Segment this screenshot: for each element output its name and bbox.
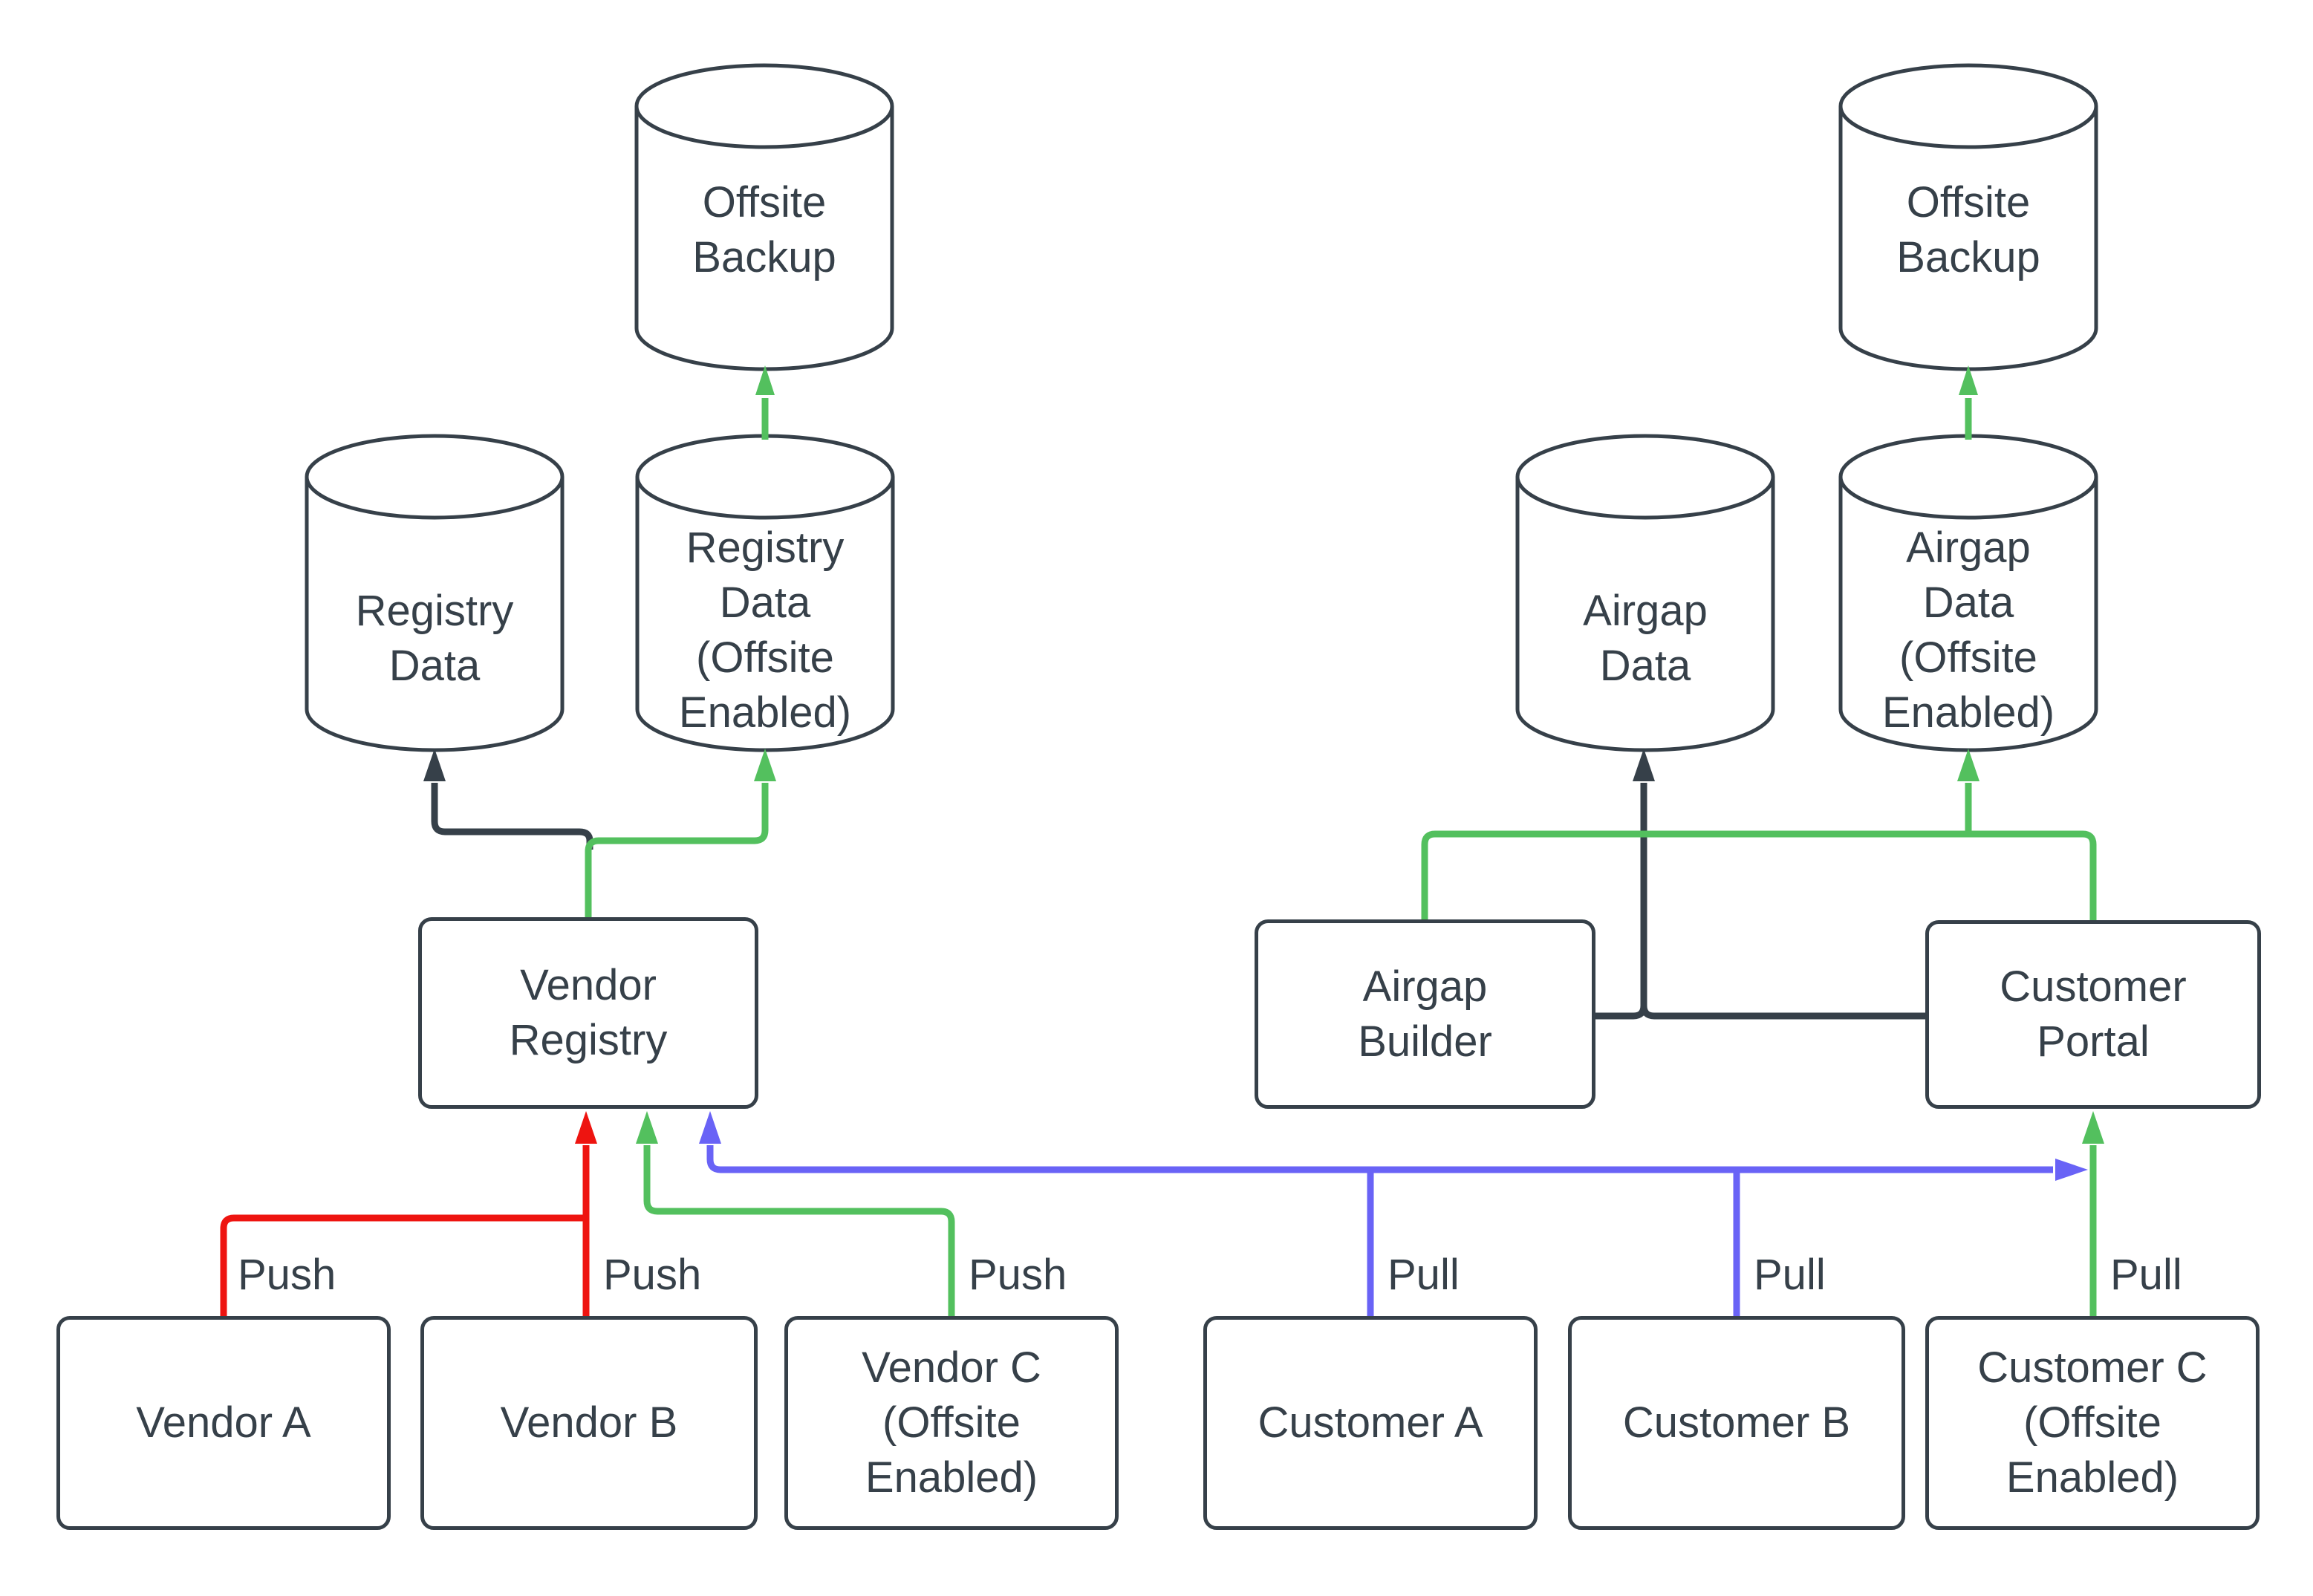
cylinder-airgap-data	[1515, 434, 1775, 752]
edge-label-pull-customer-c: Pull	[2110, 1251, 2182, 1299]
edge-registry-data-offsite-to-backup	[755, 365, 775, 440]
edge-customer-c-pull	[2082, 1111, 2104, 1316]
node-airgap-builder: Airgap Builder	[1255, 919, 1595, 1109]
cylinder-registry-data-offsite	[635, 434, 895, 752]
node-vendor-b: Vendor B	[420, 1316, 758, 1530]
node-customer-portal: Customer Portal	[1925, 920, 2261, 1109]
cylinder-airgap-data-offsite	[1838, 434, 2098, 752]
cylinder-offsite-backup-left	[634, 63, 894, 371]
edge-vendor-registry-to-registry-data	[423, 749, 593, 850]
node-vendor-c: Vendor C (Offsite Enabled)	[784, 1316, 1119, 1530]
edge-vendor-b-push	[575, 1111, 597, 1316]
cylinder-offsite-backup-right	[1838, 63, 2098, 371]
edge-vendor-registry-to-registry-data-offsite	[585, 749, 776, 919]
edge-vendor-c-push	[636, 1111, 955, 1316]
cylinder-registry-data	[305, 434, 565, 752]
edge-builder-and-portal-to-airgap-data	[1595, 749, 1925, 1020]
edge-builder-and-portal-to-airgap-data-offsite	[1421, 749, 2097, 920]
node-customer-c: Customer C (Offsite Enabled)	[1925, 1316, 2260, 1530]
edge-label-pull-customer-b: Pull	[1754, 1251, 1826, 1299]
edge-airgap-data-offsite-to-backup	[1959, 365, 1978, 440]
node-customer-b: Customer B	[1568, 1316, 1905, 1530]
edge-label-push-vendor-c: Push	[969, 1251, 1067, 1299]
edge-vendor-a-push	[220, 1214, 586, 1316]
node-vendor-registry: Vendor Registry	[418, 917, 758, 1109]
node-vendor-a: Vendor A	[56, 1316, 391, 1530]
edge-customers-to-vendor-registry	[699, 1111, 2088, 1181]
edge-label-pull-customer-a: Pull	[1388, 1251, 1460, 1299]
edge-label-push-vendor-b: Push	[603, 1251, 702, 1299]
edge-label-push-vendor-a: Push	[238, 1251, 336, 1299]
node-customer-a: Customer A	[1203, 1316, 1538, 1530]
